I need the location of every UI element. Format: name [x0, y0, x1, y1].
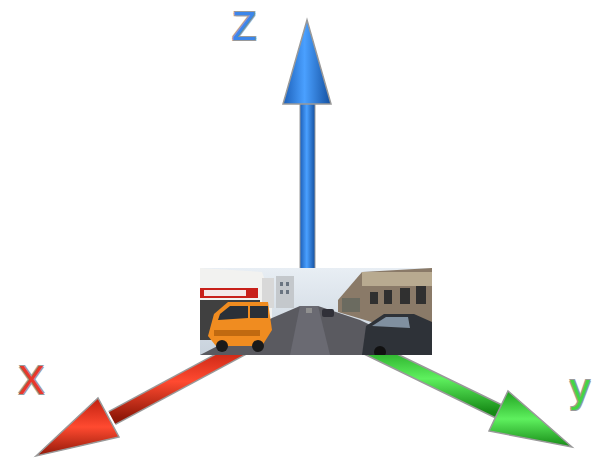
camera-image	[200, 268, 432, 358]
y-axis-label: y	[570, 368, 590, 408]
y-axis-arrow	[362, 345, 572, 447]
x-axis-arrow	[36, 345, 248, 456]
z-axis-arrow	[283, 20, 331, 270]
z-axis-label: Z	[232, 6, 256, 46]
x-axis-label: X	[18, 360, 45, 400]
